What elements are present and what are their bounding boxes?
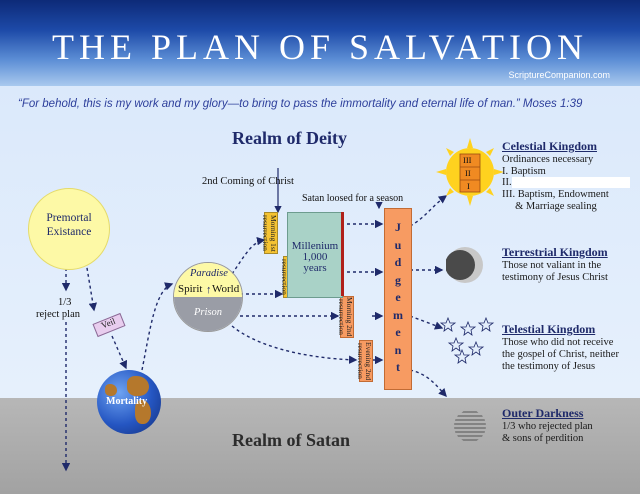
realm-satan-label: Realm of Satan [232, 430, 350, 450]
morning-first-resurrection: Morning 1st resurrection [261, 212, 278, 254]
telestial-line-2: the gospel of Christ, neither [502, 349, 619, 360]
celestial-line-2: I. Baptism [502, 166, 546, 177]
earth-globe [97, 370, 161, 434]
telestial-line-3: the testimony of Jesus [502, 361, 596, 372]
page-title: THE PLAN OF SALVATION [51, 27, 589, 67]
premortal-existence: Premortal Existance [28, 188, 110, 270]
celestial-line-1: Ordinances necessary [502, 154, 594, 165]
spirit-label: Spirit [178, 283, 203, 295]
celestial-line-3: II. [502, 177, 512, 188]
outer-darkness-icon [454, 411, 486, 441]
paradise-label: Paradise [190, 268, 228, 279]
sun-icon [436, 138, 504, 206]
premortal-line2: Existance [46, 226, 92, 238]
realm-deity-label: Realm of Deity [232, 128, 347, 148]
site-credit: ScriptureCompanion.com [508, 70, 610, 80]
celestial-degree-2: II [465, 168, 471, 178]
outer-darkness-title: Outer Darkness [502, 406, 584, 420]
scripture-quote: “For behold, this is my work and my glor… [18, 98, 583, 110]
millenium-box: Millenium 1,000 years [287, 212, 343, 298]
premortal-line1: Premortal [46, 212, 92, 224]
header-banner: THE PLAN OF SALVATION ScriptureCompanion… [0, 0, 640, 86]
outer-darkness-line-2: & sons of perdition [502, 433, 584, 444]
reject-label-2: reject plan [36, 309, 81, 320]
celestial-degree-3: III [463, 155, 472, 165]
telestial-line-1: Those who did not receive [502, 337, 614, 348]
satan-loosed-bar [341, 212, 344, 296]
reject-label-1: 1/3 [58, 297, 72, 308]
terrestrial-title: Terrestrial Kingdom [502, 245, 608, 259]
evening-second-resurrection: Evening 2nd resurrection [356, 340, 373, 382]
terrestrial-line-2: testimony of Jesus Christ [502, 272, 608, 283]
world-label: World [212, 283, 240, 295]
prison-label: Prison [194, 307, 223, 318]
second-coming-label: 2nd Coming of Christ [202, 176, 294, 187]
moon-icon [446, 247, 483, 283]
celestial-title: Celestial Kingdom [502, 139, 597, 153]
veil-divider-arrow-icon: ↑ [206, 284, 212, 296]
millenium-line1: Millenium [291, 240, 339, 252]
millenium-line2: 1,000 [302, 251, 328, 263]
outer-darkness-line-1: 1/3 who rejected plan [502, 421, 593, 432]
morning-second-resurrection: Morning 2nd resurrection [337, 296, 354, 338]
celestial-blank-box [512, 177, 630, 188]
stars-icon [440, 316, 495, 364]
celestial-line-4: III. Baptism, Endowment [502, 189, 609, 200]
terrestrial-line-1: Those not valiant in the [502, 260, 602, 271]
millenium-line3: years [303, 262, 327, 274]
satan-loosed-label: Satan loosed for a season [302, 193, 404, 204]
celestial-line-5: & Marriage sealing [502, 201, 597, 212]
spirit-world [173, 262, 243, 332]
telestial-title: Telestial Kingdom [502, 322, 596, 336]
mortality-label: Mortality [106, 396, 148, 407]
celestial-degree-1: I [467, 181, 470, 191]
